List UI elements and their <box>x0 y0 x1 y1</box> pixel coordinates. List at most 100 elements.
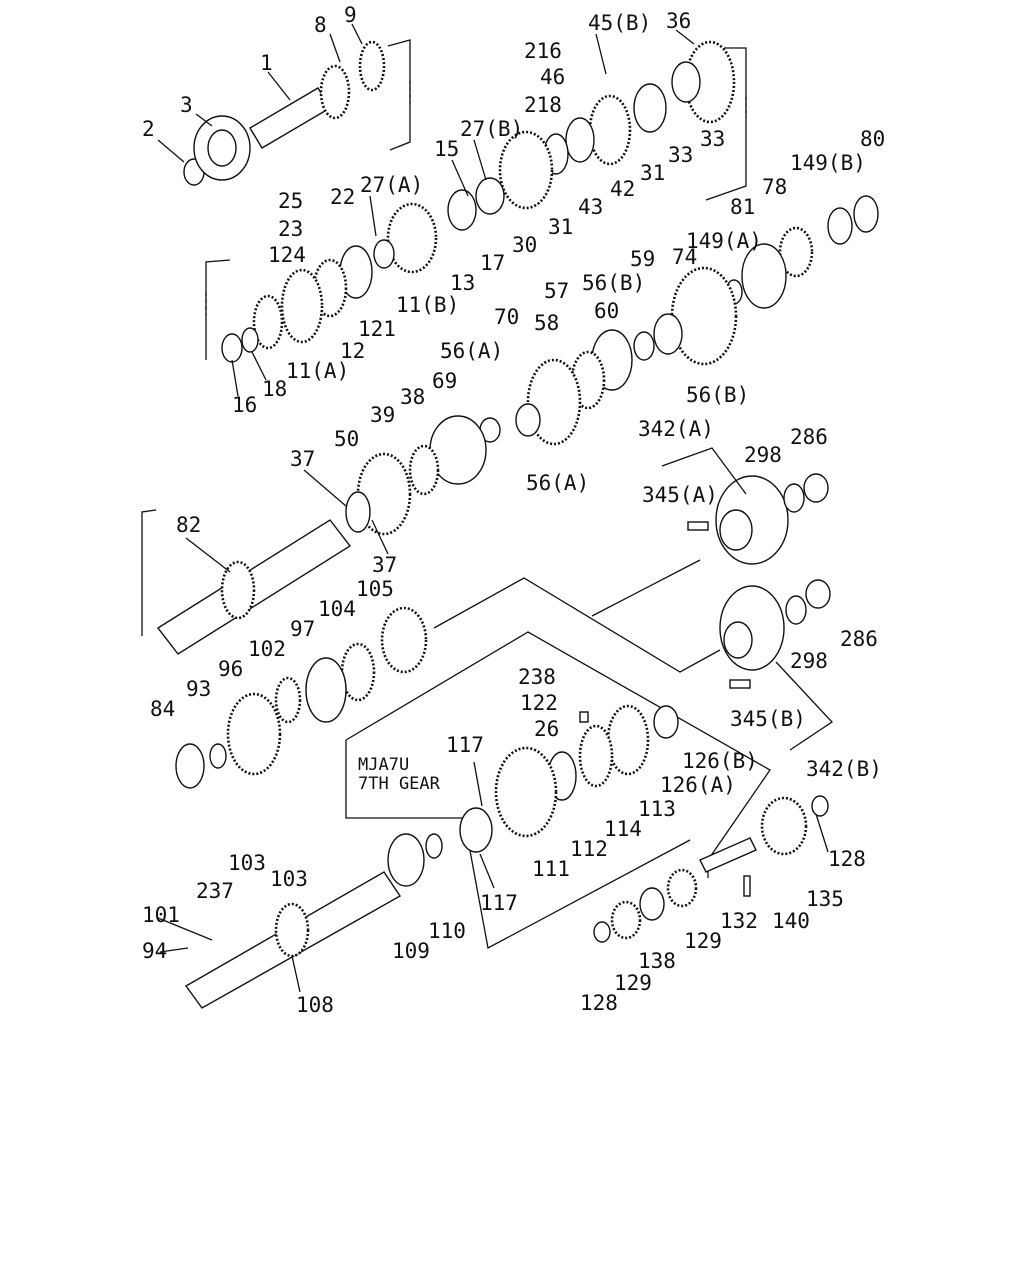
callout-286-lower: 286 <box>840 627 878 651</box>
callout-110: 110 <box>428 919 466 943</box>
flange-assembly-b <box>719 579 833 751</box>
callout-58: 58 <box>534 311 559 335</box>
callout-56a-upper: 56(A) <box>440 339 503 363</box>
callout-37-lower: 37 <box>372 553 397 577</box>
callout-97: 97 <box>290 617 315 641</box>
callout-13: 13 <box>450 271 475 295</box>
callout-96: 96 <box>218 657 243 681</box>
callout-11a: 11(A) <box>286 359 349 383</box>
callout-15: 15 <box>434 137 459 161</box>
callout-117-lower: 117 <box>480 891 518 915</box>
callout-124: 124 <box>268 243 306 267</box>
callout-135: 135 <box>806 887 844 911</box>
callout-298-upper: 298 <box>744 443 782 467</box>
callout-105: 105 <box>356 577 394 601</box>
callout-286-upper: 286 <box>790 425 828 449</box>
callout-81: 81 <box>730 195 755 219</box>
callout-342a: 342(A) <box>638 417 714 441</box>
callout-3: 3 <box>180 93 193 117</box>
callout-122: 122 <box>520 691 558 715</box>
callout-74: 74 <box>672 245 697 269</box>
callout-23: 23 <box>278 217 303 241</box>
callout-108: 108 <box>296 993 334 1017</box>
callout-27a: 27(A) <box>360 173 423 197</box>
callout-26: 26 <box>534 717 559 741</box>
callout-140: 140 <box>772 909 810 933</box>
callout-1: 1 <box>260 51 273 75</box>
callout-39: 39 <box>370 403 395 427</box>
callout-126b: 126(B) <box>682 749 758 773</box>
callout-111: 111 <box>532 857 570 881</box>
callout-126a: 126(A) <box>660 773 736 797</box>
callout-80: 80 <box>860 127 885 151</box>
callout-298-lower: 298 <box>790 649 828 673</box>
callout-114: 114 <box>604 817 642 841</box>
callout-238: 238 <box>518 665 556 689</box>
callout-82: 82 <box>176 513 201 537</box>
callout-103-upper: 103 <box>228 851 266 875</box>
counter-shaft-assembly <box>141 415 501 655</box>
callout-112: 112 <box>570 837 608 861</box>
callout-43: 43 <box>578 195 603 219</box>
callout-18: 18 <box>262 377 287 401</box>
callout-138: 138 <box>638 949 676 973</box>
callout-113: 113 <box>638 797 676 821</box>
callout-36: 36 <box>666 9 691 33</box>
callout-84: 84 <box>150 697 175 721</box>
callout-121: 121 <box>358 317 396 341</box>
callout-149a: 149(A) <box>686 229 762 253</box>
callout-78: 78 <box>762 175 787 199</box>
main-shaft-upper-assembly <box>205 40 747 363</box>
idler-gear-assembly <box>593 795 829 943</box>
callout-103-lower: 103 <box>270 867 308 891</box>
reverse-gear-assembly <box>175 606 428 789</box>
seventh-gear-assembly <box>459 704 679 853</box>
callout-60: 60 <box>594 299 619 323</box>
main-shaft-middle-assembly <box>515 195 879 446</box>
callout-30: 30 <box>512 233 537 257</box>
callout-labels: 1 2 3 8 9 45(B) 36 216 46 218 27(B) 15 3… <box>142 3 885 1017</box>
callout-8: 8 <box>314 13 327 37</box>
callout-132: 132 <box>720 909 758 933</box>
callout-218: 218 <box>524 93 562 117</box>
callout-216: 216 <box>524 39 562 63</box>
flange-assembly-a <box>661 447 829 565</box>
callout-101: 101 <box>142 903 180 927</box>
callout-12: 12 <box>340 339 365 363</box>
callout-345b: 345(B) <box>730 707 806 731</box>
callout-104: 104 <box>318 597 356 621</box>
callout-149b: 149(B) <box>790 151 866 175</box>
callout-27b: 27(B) <box>460 117 523 141</box>
callout-59: 59 <box>630 247 655 271</box>
variant-note-line-1: MJA7U <box>358 755 409 775</box>
callout-25: 25 <box>278 189 303 213</box>
callout-56a-lower: 56(A) <box>526 471 589 495</box>
callout-31-lower: 31 <box>548 215 573 239</box>
callout-37-upper: 37 <box>290 447 315 471</box>
variant-note-line-2: 7TH GEAR <box>358 774 441 794</box>
callout-237: 237 <box>196 879 234 903</box>
leader-lines <box>157 23 829 993</box>
callout-70: 70 <box>494 305 519 329</box>
callout-56b-lower: 56(B) <box>686 383 749 407</box>
callout-31-upper: 31 <box>640 161 665 185</box>
callout-38: 38 <box>400 385 425 409</box>
callout-345a: 345(A) <box>642 483 718 507</box>
callout-50: 50 <box>334 427 359 451</box>
callout-16: 16 <box>232 393 257 417</box>
callout-69: 69 <box>432 369 457 393</box>
callout-33-right: 33 <box>700 127 725 151</box>
callout-33-left: 33 <box>668 143 693 167</box>
callout-46: 46 <box>540 65 565 89</box>
callout-17: 17 <box>480 251 505 275</box>
callout-9: 9 <box>344 3 357 27</box>
output-shaft-assembly <box>184 833 443 1009</box>
input-shaft-assembly <box>183 39 411 186</box>
callout-102: 102 <box>248 637 286 661</box>
callout-42: 42 <box>610 177 635 201</box>
callout-57: 57 <box>544 279 569 303</box>
callout-56b-upper: 56(B) <box>582 271 645 295</box>
callout-2: 2 <box>142 117 155 141</box>
callout-117-upper: 117 <box>446 733 484 757</box>
